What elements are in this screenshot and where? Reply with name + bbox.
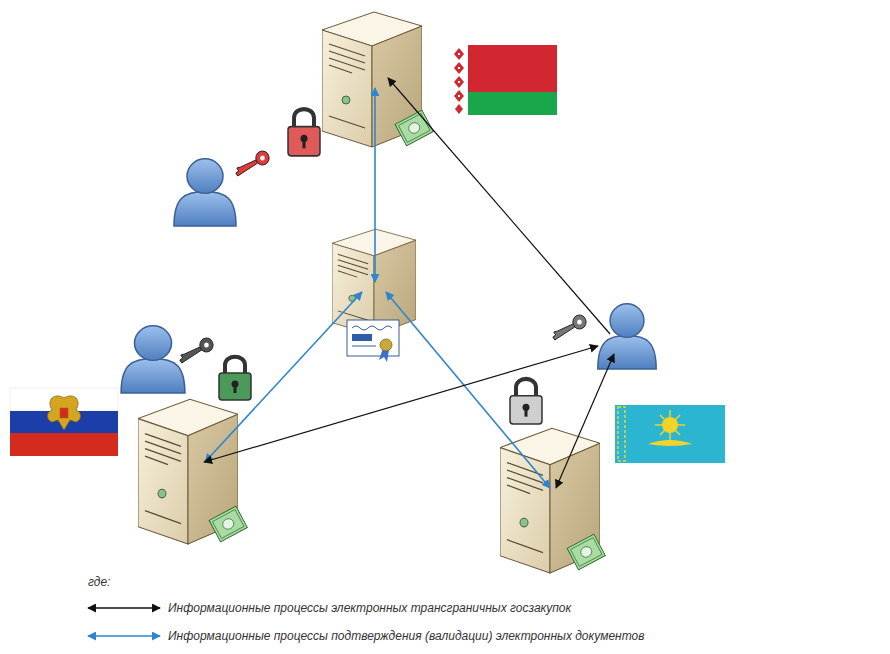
legend-samples (88, 608, 160, 636)
lock-grey (510, 379, 542, 424)
flag-russia (10, 388, 118, 456)
user-russia (121, 326, 185, 393)
money-icon (209, 506, 247, 542)
key-dark (180, 338, 213, 363)
lock-red (288, 109, 320, 156)
legend-text: Информационные процессы электронных тран… (168, 600, 571, 616)
key-red (236, 151, 269, 176)
lock-green (219, 357, 251, 400)
legend-heading: где: (88, 574, 110, 590)
key-grey (553, 315, 586, 340)
money-icon (567, 534, 605, 570)
certificate-icon (347, 320, 399, 362)
flag-kazakhstan (615, 405, 725, 463)
legend-text: Информационные процессы подтверждения (в… (168, 628, 645, 644)
legend-line-sample (88, 607, 160, 609)
user-kazakhstan (598, 304, 656, 369)
money-icon (395, 110, 433, 146)
validation-arrows (205, 88, 550, 488)
flag-belarus (450, 45, 557, 115)
server-validation (332, 229, 416, 335)
procurement-arrows (204, 78, 614, 488)
user-belarus (174, 159, 236, 226)
legend-line-sample (88, 635, 160, 637)
